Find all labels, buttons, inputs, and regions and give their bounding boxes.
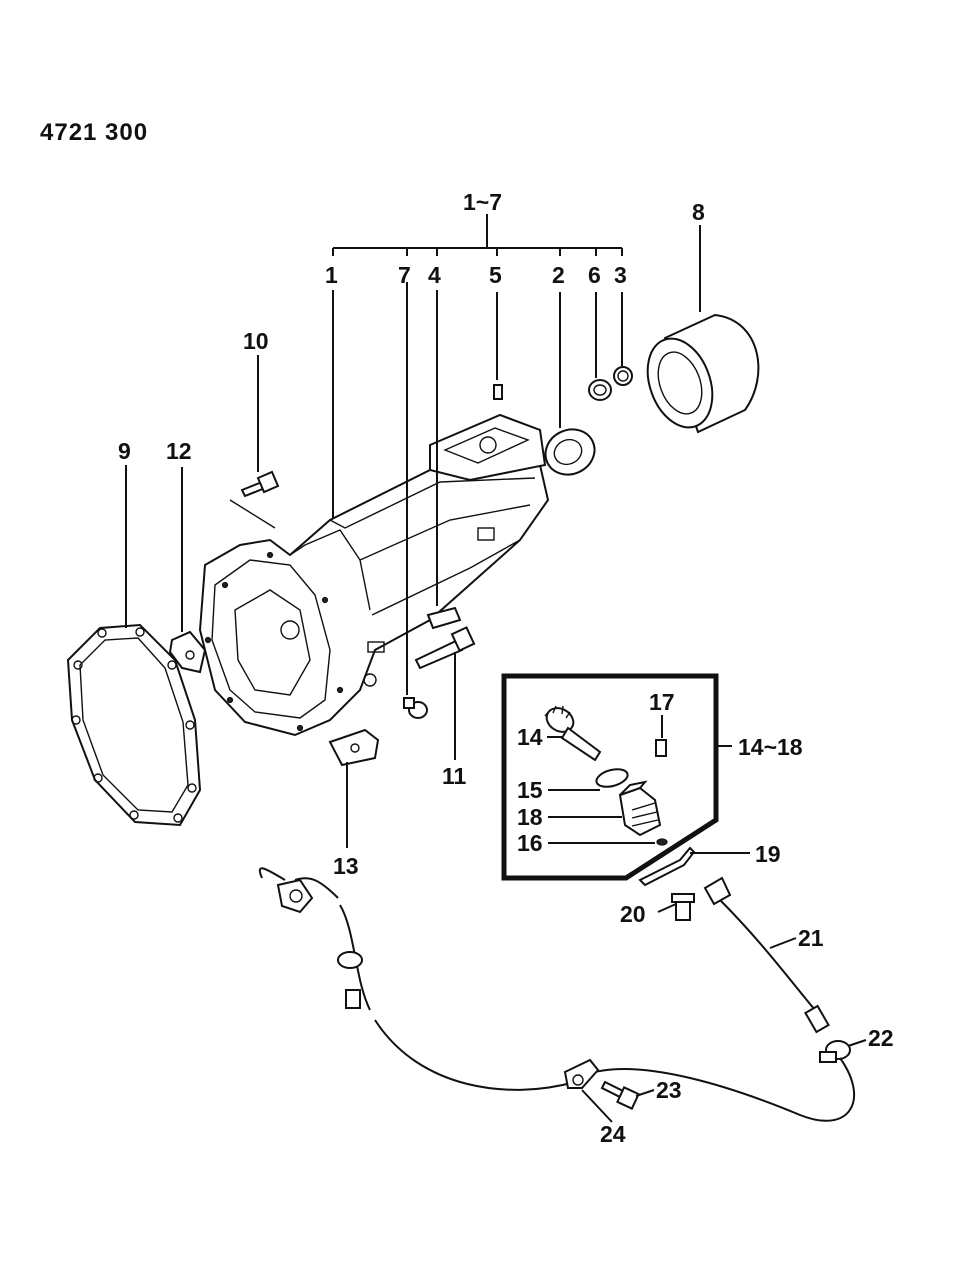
bolt-10	[240, 470, 280, 498]
bolt-11	[414, 626, 476, 670]
callout-4: 4	[428, 262, 441, 288]
callout-23: 23	[656, 1077, 682, 1103]
callout-9: 9	[118, 438, 131, 464]
ring-3	[613, 366, 633, 386]
callout-6: 6	[588, 262, 601, 288]
callout-2: 2	[552, 262, 565, 288]
cable-main	[258, 867, 856, 1122]
o-ring-15	[595, 768, 629, 788]
clamp-24	[563, 1058, 600, 1089]
callout-8: 8	[692, 199, 705, 225]
callout-1: 1	[325, 262, 338, 288]
stud-4	[426, 606, 462, 630]
pin-5	[493, 384, 503, 400]
callout-19: 19	[755, 841, 781, 867]
callout-22: 22	[868, 1025, 894, 1051]
bolt-20	[671, 893, 695, 921]
leader-21	[769, 937, 797, 949]
bushing-6	[588, 379, 612, 401]
callout-11: 11	[442, 763, 467, 789]
callout-16: 16	[517, 830, 543, 856]
leader-23	[635, 1089, 655, 1097]
callout-18: 18	[517, 804, 543, 830]
cable-21	[703, 876, 830, 1034]
boot-8	[646, 313, 760, 434]
callout-10: 10	[243, 328, 269, 354]
driven-gear-14	[544, 705, 602, 762]
callout-14: 14	[517, 724, 543, 750]
callout-21: 21	[798, 925, 824, 951]
grommet-22	[819, 1040, 851, 1063]
callout-15: 15	[517, 777, 543, 803]
callout-13: 13	[333, 853, 359, 879]
leader-22	[847, 1039, 867, 1047]
box-14-18	[501, 673, 719, 881]
callout-12: 12	[166, 438, 192, 464]
leader-24	[581, 1089, 613, 1123]
oil-seal-2	[544, 428, 596, 476]
callout-7: 7	[398, 262, 411, 288]
bracket-13	[328, 728, 380, 767]
callout-5: 5	[489, 262, 502, 288]
callout-24: 24	[600, 1121, 626, 1147]
sleeve-18	[618, 780, 662, 837]
callout-1-7: 1~7	[463, 189, 502, 215]
callout-17: 17	[649, 689, 675, 715]
leader-20	[657, 903, 677, 913]
callout-14-18: 14~18	[738, 734, 803, 760]
o-ring-16	[656, 838, 668, 846]
guide-10	[229, 499, 276, 529]
plug-7	[403, 697, 428, 719]
transmission-case	[198, 413, 550, 737]
diagram-code: 4721 300	[40, 119, 148, 146]
bracket-12	[168, 630, 207, 674]
callout-3: 3	[614, 262, 627, 288]
bracket-1-7	[332, 214, 623, 256]
callout-20: 20	[620, 901, 646, 927]
bolt-23	[600, 1080, 640, 1110]
pin-17	[655, 739, 667, 757]
